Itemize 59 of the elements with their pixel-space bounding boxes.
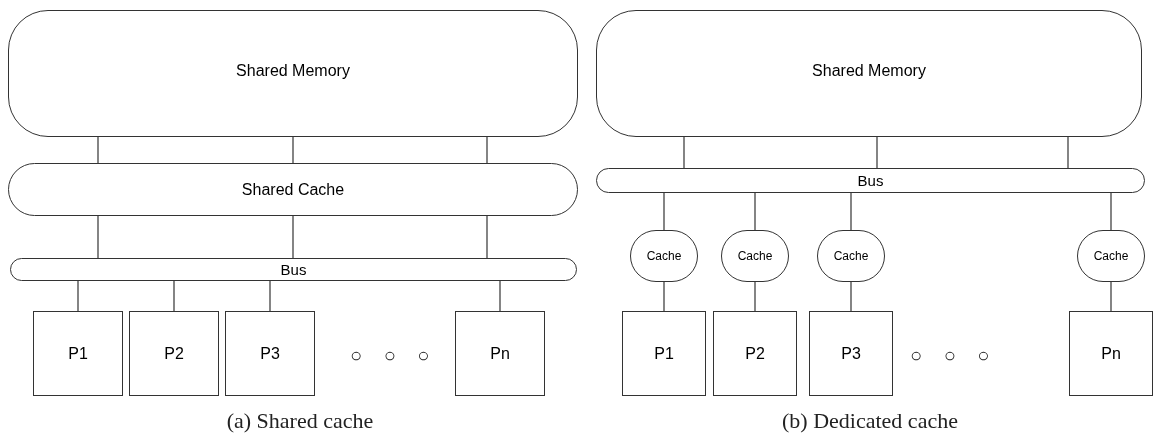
node-label: Pn (1101, 345, 1121, 362)
processor-box (809, 311, 893, 396)
connector-line (850, 192, 852, 231)
processor-box (1069, 311, 1153, 396)
ellipsis-dots: ○ ○ ○ (910, 343, 998, 368)
connector-line (292, 136, 294, 164)
ellipsis-dots: ○ ○ ○ (350, 343, 438, 368)
processor-box (225, 311, 315, 396)
node-label: Cache (737, 250, 773, 262)
connector-line (499, 280, 501, 312)
connector-line (754, 192, 756, 231)
connector-line (269, 280, 271, 312)
connector-line (173, 280, 175, 312)
connector-line (683, 136, 685, 169)
connector-line (486, 136, 488, 164)
panel-caption: (a) Shared cache (225, 407, 375, 435)
node-label: Cache (646, 250, 682, 262)
node-label: P3 (260, 345, 280, 362)
connector-line (1067, 136, 1069, 169)
node-label: Bus (857, 173, 884, 188)
bus-bar (10, 258, 577, 281)
bus-bar (596, 168, 1145, 193)
connector-line (850, 281, 852, 312)
cache-box (721, 230, 789, 282)
processor-box (713, 311, 797, 396)
node-label: Cache (1093, 250, 1129, 262)
connector-line (663, 192, 665, 231)
processor-box (129, 311, 219, 396)
cache-box (630, 230, 698, 282)
connector-line (876, 136, 878, 169)
node-label: P2 (745, 345, 765, 362)
node-label: Cache (833, 250, 869, 262)
node-label: P1 (68, 345, 88, 362)
node-label: Pn (490, 345, 510, 362)
node-label: Shared Cache (241, 181, 345, 198)
node-label: Shared Memory (812, 63, 926, 79)
connector-line (97, 136, 99, 164)
connector-line (486, 215, 488, 259)
connector-line (1110, 281, 1112, 312)
connector-line (754, 281, 756, 312)
cache-box (8, 163, 578, 216)
node-label: Bus (280, 262, 307, 277)
node-label: P2 (164, 345, 184, 362)
processor-box (622, 311, 706, 396)
cache-box (817, 230, 885, 282)
connector-line (77, 280, 79, 312)
node-label: P3 (841, 345, 861, 362)
memory-box (8, 10, 578, 137)
connector-line (1110, 192, 1112, 231)
memory-box (596, 10, 1142, 137)
connector-line (97, 215, 99, 259)
panel-caption: (b) Dedicated cache (781, 407, 959, 435)
connector-line (663, 281, 665, 312)
node-label: Shared Memory (236, 63, 350, 79)
processor-box (455, 311, 545, 396)
connector-line (292, 215, 294, 259)
node-label: P1 (654, 345, 674, 362)
processor-box (33, 311, 123, 396)
cache-box (1077, 230, 1145, 282)
